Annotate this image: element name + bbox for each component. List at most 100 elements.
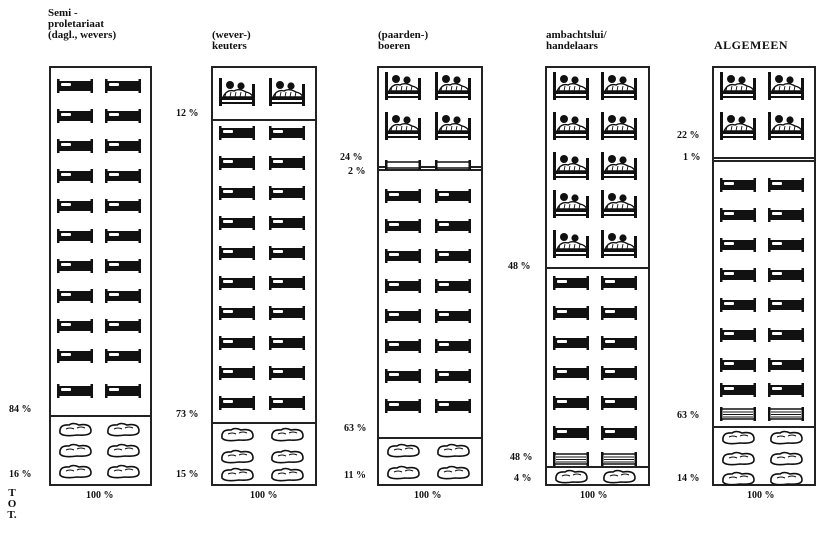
bed-occupied-icon [385, 219, 421, 233]
bread-icon [59, 443, 92, 458]
bread-icon [770, 471, 803, 486]
bed-occupied-icon [385, 279, 421, 293]
bread-icon [59, 422, 92, 437]
bread-icon [221, 427, 254, 442]
group-divider [213, 422, 315, 424]
bed-occupied-icon [435, 219, 471, 233]
bed-people-icon [435, 112, 471, 140]
bed-occupied-icon [219, 126, 255, 140]
pct-label-algemeen-empty: 1 % [683, 152, 701, 163]
header-semi-proletariaat: Semi - proletariaat (dagl., wevers) [48, 7, 117, 41]
bed-people-icon [553, 112, 589, 140]
bed-occupied-icon [768, 298, 804, 312]
pct-label-ambachtslui-beds: 48 % [510, 452, 533, 463]
bed-people-icon [553, 230, 589, 258]
bed-empty-icon [435, 160, 471, 170]
bed-occupied-icon [720, 238, 756, 252]
bed-occupied-icon [269, 246, 305, 260]
group-divider [714, 426, 814, 428]
bed-occupied-icon [601, 306, 637, 320]
pct-label-ambachtslui-bread: 4 % [514, 473, 532, 484]
bed-occupied-icon [553, 366, 589, 380]
bread-icon [221, 449, 254, 464]
bed-occupied-icon [219, 396, 255, 410]
bed-people-icon [720, 72, 756, 100]
bed-occupied-icon [105, 199, 141, 213]
bed-occupied-icon [105, 169, 141, 183]
bread-icon [59, 464, 92, 479]
bed-occupied-icon [105, 139, 141, 153]
bed-occupied-icon [57, 139, 93, 153]
bed-occupied-icon [768, 383, 804, 397]
group-divider [213, 119, 315, 121]
bed-occupied-icon [57, 319, 93, 333]
bread-icon [107, 464, 140, 479]
bed-occupied-icon [553, 306, 589, 320]
bed-occupied-icon [435, 369, 471, 383]
pct-label-keuters-beds: 73 % [176, 409, 199, 420]
bed-people-icon [553, 72, 589, 100]
group-divider [547, 466, 648, 468]
bed-occupied-icon [57, 289, 93, 303]
bread-icon [107, 443, 140, 458]
bread-icon [603, 469, 636, 484]
bread-icon [387, 465, 420, 480]
bed-occupied-icon [57, 349, 93, 363]
vertical-label-tot: T O T. [7, 487, 17, 521]
pct-label-semi-bread: 16 % [9, 469, 32, 480]
bed-occupied-icon [105, 109, 141, 123]
bread-icon [722, 451, 755, 466]
pct-label-semi-beds: 84 % [9, 404, 32, 415]
bed-occupied-icon [601, 396, 637, 410]
bed-occupied-icon [269, 276, 305, 290]
bread-icon [221, 467, 254, 482]
total-semi-proletariaat: 100 % [86, 490, 114, 501]
bed-occupied-icon [720, 383, 756, 397]
bed-people-icon [553, 152, 589, 180]
bed-people-icon [219, 78, 255, 106]
bread-icon [770, 451, 803, 466]
bed-occupied-icon [219, 186, 255, 200]
bed-people-icon [601, 190, 637, 218]
bread-icon [271, 467, 304, 482]
bread-icon [722, 471, 755, 486]
bread-icon [271, 427, 304, 442]
pct-label-boeren-people: 24 % [340, 152, 363, 163]
bed-occupied-icon [105, 79, 141, 93]
bed-occupied-icon [105, 289, 141, 303]
bed-occupied-icon [553, 426, 589, 440]
bed-people-icon [269, 78, 305, 106]
bed-occupied-icon [720, 328, 756, 342]
bed-occupied-icon [435, 339, 471, 353]
bed-occupied-icon [105, 384, 141, 398]
bed-people-icon [385, 112, 421, 140]
bed-occupied-icon [720, 268, 756, 282]
bed-striped-icon [720, 407, 756, 421]
bed-occupied-icon [105, 229, 141, 243]
pct-label-keuters-people: 12 % [176, 108, 199, 119]
header-ambachtslui: ambachtslui/ handelaars [546, 29, 607, 52]
bed-occupied-icon [435, 189, 471, 203]
bread-icon [271, 449, 304, 464]
pct-label-algemeen-people: 22 % [677, 130, 700, 141]
bed-occupied-icon [553, 396, 589, 410]
bed-striped-icon [553, 452, 589, 466]
bed-occupied-icon [269, 366, 305, 380]
bed-occupied-icon [219, 216, 255, 230]
bed-occupied-icon [435, 279, 471, 293]
bed-people-icon [768, 112, 804, 140]
bed-striped-icon [601, 452, 637, 466]
bed-occupied-icon [219, 156, 255, 170]
bed-occupied-icon [105, 319, 141, 333]
bed-occupied-icon [720, 178, 756, 192]
bed-people-icon [601, 72, 637, 100]
bed-occupied-icon [385, 369, 421, 383]
bed-occupied-icon [601, 426, 637, 440]
bed-people-icon [768, 72, 804, 100]
bed-occupied-icon [768, 238, 804, 252]
bed-occupied-icon [720, 298, 756, 312]
group-divider-double [379, 166, 481, 171]
bed-occupied-icon [219, 306, 255, 320]
group-divider [379, 437, 481, 439]
bed-occupied-icon [768, 328, 804, 342]
